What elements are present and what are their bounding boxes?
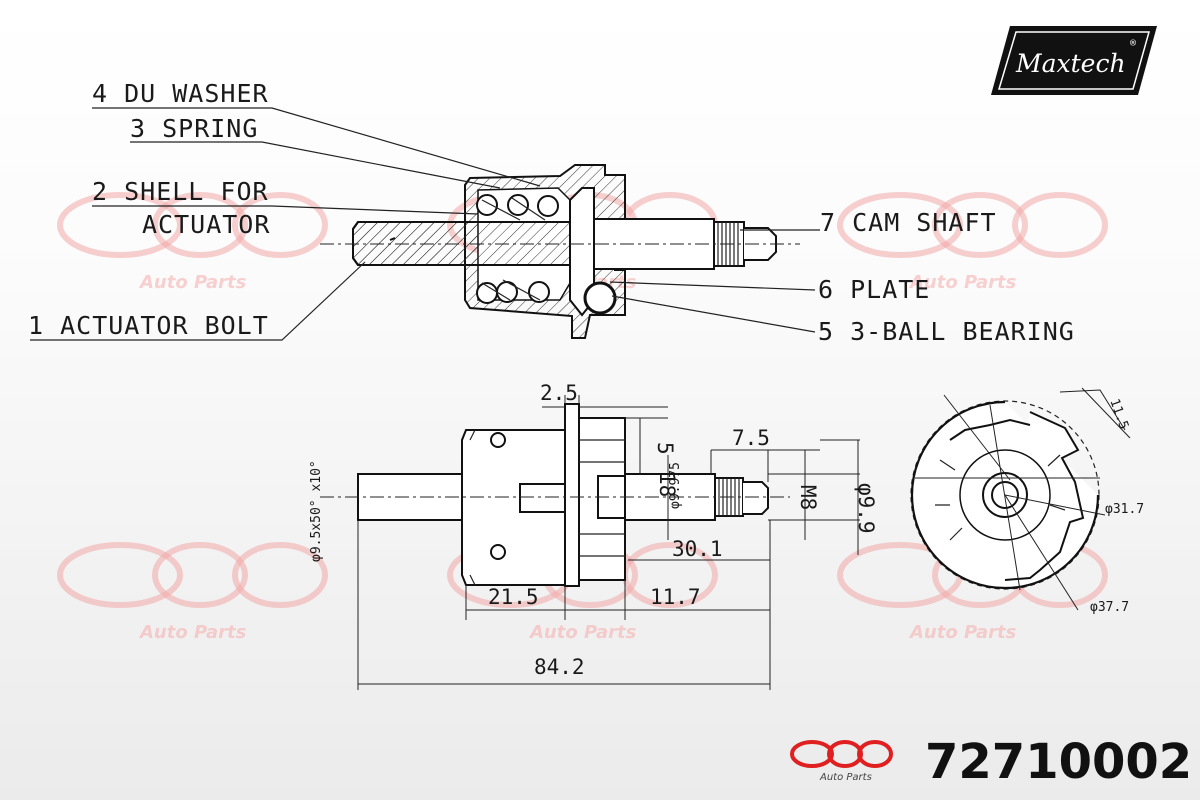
- watermark-logo: Auto Parts: [57, 192, 328, 293]
- dim-11-5: 11.5: [1106, 397, 1131, 432]
- dim-phi-9-9: φ9.9: [854, 483, 878, 534]
- callout-plate: 6 PLATE: [818, 275, 930, 304]
- dim-phi-9-5: φ9.5x50° x10°: [309, 460, 324, 562]
- callout-shell: 2 SHELL FOR: [92, 177, 269, 206]
- ball-bearing-shape: [583, 281, 617, 315]
- callout-labels: 4 DU WASHER 3 SPRING 2 SHELL FOR ACTUATO…: [28, 79, 1075, 346]
- callout-actuator-bolt: 1 ACTUATOR BOLT: [28, 311, 269, 340]
- dimension-labels: 2.5 7.5 5 18 φ9.975 M8 φ9.9 30.1 21.5 11…: [309, 381, 878, 679]
- dim-11-7: 11.7: [650, 585, 701, 609]
- dim-2-5: 2.5: [540, 381, 578, 405]
- end-view: [910, 387, 1131, 611]
- watermark-text: Auto Parts: [138, 272, 247, 293]
- watermark-text: Auto Parts: [528, 622, 637, 643]
- dim-84-2: 84.2: [534, 655, 585, 679]
- callout-ball-bearing: 5 3-BALL BEARING: [818, 317, 1075, 346]
- dim-m8: M8: [796, 485, 820, 510]
- watermark-logo: Auto Parts: [57, 542, 328, 643]
- dim-phi-37-7: φ37.7: [1090, 600, 1129, 615]
- callout-spring: 3 SPRING: [130, 114, 258, 143]
- assembly-section-view: [320, 164, 800, 339]
- maxtech-logo-text: Maxtech: [1015, 49, 1126, 78]
- dim-phi-31-7: φ31.7: [1105, 502, 1144, 517]
- dimension-lines: [357, 395, 860, 690]
- registered-mark: ®: [1130, 38, 1137, 49]
- callout-leaders: [30, 107, 820, 341]
- maxtech-logo: Maxtech ®: [991, 26, 1157, 95]
- qps-footer-logo: Auto Parts: [790, 740, 893, 783]
- part-number: 72710002: [925, 734, 1192, 790]
- dim-7-5: 7.5: [732, 426, 770, 450]
- watermark-text: Auto Parts: [138, 622, 247, 643]
- callout-actuator: ACTUATOR: [142, 210, 270, 239]
- callout-du-washer: 4 DU WASHER: [92, 79, 269, 108]
- footer-logo-sub: Auto Parts: [819, 772, 872, 783]
- footer: Auto Parts 72710002: [790, 734, 1192, 790]
- dim-21-5: 21.5: [488, 585, 539, 609]
- dim-5: 5: [653, 442, 677, 455]
- dim-30-1: 30.1: [672, 537, 723, 561]
- callout-cam-shaft: 7 CAM SHAFT: [820, 208, 997, 237]
- watermark-text: Auto Parts: [908, 272, 1017, 293]
- dim-18: 18: [655, 472, 679, 497]
- watermark-logo: Auto Parts: [837, 192, 1108, 293]
- watermark-text: Auto Parts: [908, 622, 1017, 643]
- dim-phi-9975: φ9.975: [668, 462, 683, 509]
